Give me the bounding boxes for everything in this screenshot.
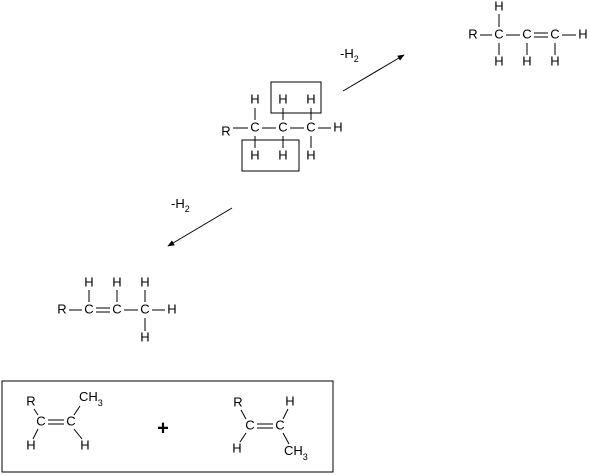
bond-c2-h bbox=[73, 428, 83, 440]
atom-h-right: H bbox=[333, 119, 342, 134]
atom-c1: C bbox=[84, 301, 93, 316]
ch3-subscript: 3 bbox=[98, 398, 103, 408]
atom-r: R bbox=[221, 123, 230, 138]
atom-c1: C bbox=[494, 26, 503, 41]
bond-r-c1 bbox=[33, 408, 39, 416]
atom-r: R bbox=[233, 394, 242, 409]
atom-h-c3-bottom: H bbox=[140, 329, 149, 344]
trans-isomer: R H C C H CH3 bbox=[232, 393, 307, 462]
atom-h-c2: H bbox=[285, 393, 294, 408]
atom-c3: C bbox=[140, 301, 149, 316]
plus-sign: + bbox=[157, 417, 169, 439]
product-terminal-alkene: R C C C H H H H H bbox=[468, 0, 587, 68]
atom-c1: C bbox=[36, 413, 45, 428]
atom-c2: C bbox=[522, 26, 531, 41]
atom-h-c1: H bbox=[26, 437, 35, 452]
atom-c1: C bbox=[245, 417, 254, 432]
ch3-subscript: 3 bbox=[303, 452, 308, 462]
atom-h-c1-top: H bbox=[494, 0, 503, 13]
cis-isomer: R CH3 C C H H bbox=[26, 389, 102, 452]
reaction-arrow-upper bbox=[342, 54, 405, 92]
atom-h-right: H bbox=[167, 301, 176, 316]
atom-h-c2-bottom: H bbox=[522, 53, 531, 68]
atom-h-c2-top: H bbox=[278, 91, 287, 106]
bond-c2-ch3 bbox=[282, 432, 290, 445]
atom-h-c1-top: H bbox=[250, 91, 259, 106]
product-internal-alkene: R C C C H H H H H bbox=[57, 274, 176, 344]
ch3-main: CH bbox=[284, 443, 303, 458]
ch3-main: CH bbox=[79, 389, 98, 404]
bond-c1-h bbox=[32, 428, 39, 440]
atom-h-c2-bottom: H bbox=[278, 147, 287, 162]
atom-h-c2-top: H bbox=[112, 274, 121, 289]
atom-c2: C bbox=[66, 413, 75, 428]
atom-ch3: CH3 bbox=[284, 443, 308, 462]
atom-h-right: H bbox=[578, 26, 587, 41]
reagent-label-lower-subscript: 2 bbox=[185, 204, 190, 214]
atom-c2: C bbox=[278, 119, 287, 134]
atom-r: R bbox=[57, 301, 66, 316]
atom-h-c1-top: H bbox=[84, 274, 93, 289]
atom-h-c3-top: H bbox=[306, 91, 315, 106]
reactant-molecule: R C C C H H H H H H H bbox=[221, 81, 343, 172]
atom-h-c3-bottom: H bbox=[550, 53, 559, 68]
atom-c3: C bbox=[306, 119, 315, 134]
bond-r-c1 bbox=[240, 409, 247, 420]
reagent-label-upper-subscript: 2 bbox=[354, 54, 359, 64]
atom-h-c1-bottom: H bbox=[494, 53, 503, 68]
atom-c1: C bbox=[250, 119, 259, 134]
atom-r: R bbox=[468, 26, 477, 41]
reagent-label-upper: -H2 bbox=[340, 46, 359, 64]
atom-c3: C bbox=[550, 26, 559, 41]
atom-r: R bbox=[26, 393, 35, 408]
atom-h-c2: H bbox=[80, 437, 89, 452]
atom-c2: C bbox=[275, 417, 284, 432]
highlight-box-bottom-hydrogens bbox=[241, 139, 300, 172]
reagent-label-lower-main: -H bbox=[171, 196, 185, 211]
highlight-box-top-hydrogens bbox=[270, 81, 322, 114]
atom-h-c1-bottom: H bbox=[250, 147, 259, 162]
bond-c2-ch3 bbox=[73, 405, 81, 416]
reaction-arrow-lower bbox=[167, 207, 233, 247]
bond-c2-h bbox=[282, 408, 289, 420]
bond-c1-h bbox=[239, 432, 247, 443]
isomer-box bbox=[1, 380, 334, 473]
atom-c2: C bbox=[112, 301, 121, 316]
atom-h-c1: H bbox=[232, 440, 241, 455]
atom-h-c3-bottom: H bbox=[306, 147, 315, 162]
atom-ch3: CH3 bbox=[79, 389, 103, 408]
reagent-label-upper-main: -H bbox=[340, 46, 354, 61]
atom-h-c3-top: H bbox=[140, 274, 149, 289]
reagent-label-lower: -H2 bbox=[171, 196, 190, 214]
